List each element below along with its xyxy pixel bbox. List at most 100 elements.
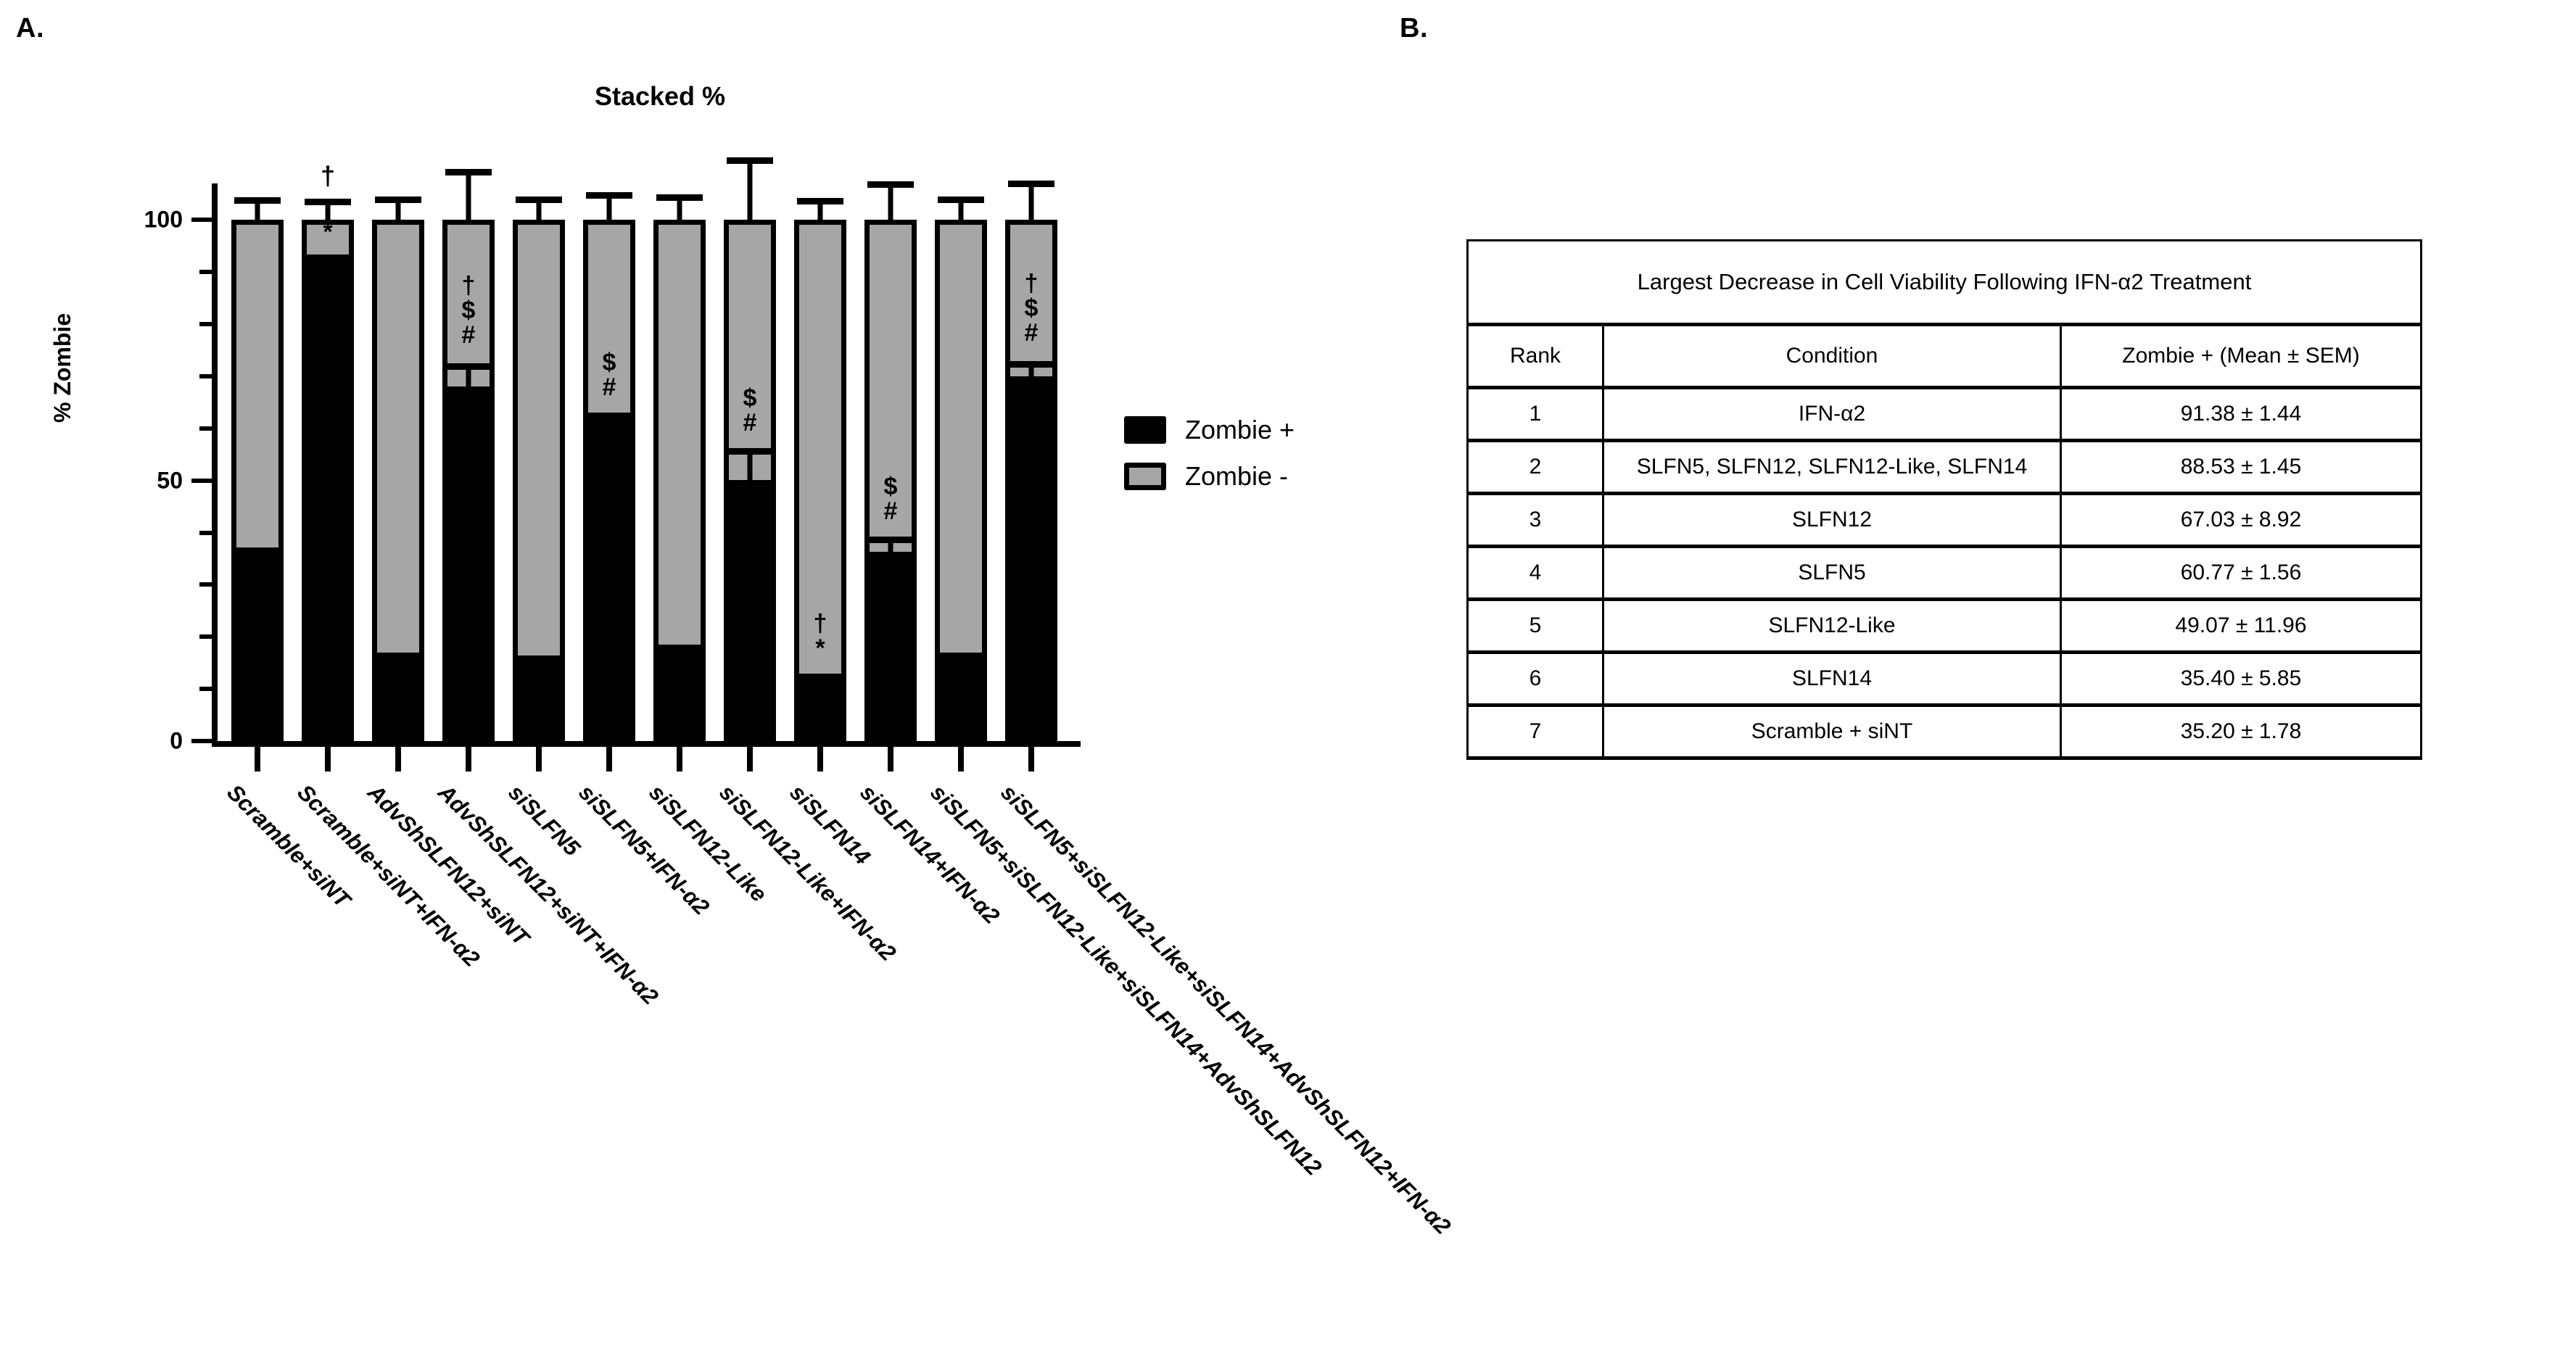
- significance-marker: $: [883, 473, 898, 501]
- error-bar-cap-boundary: [305, 255, 351, 262]
- error-bar-upper: [606, 195, 612, 220]
- cell-value: 35.40 ± 5.85: [2060, 651, 2422, 707]
- error-bar-upper: [817, 201, 823, 220]
- bar-group[interactable]: $#: [864, 181, 917, 741]
- error-bar-cap-boundary: [656, 645, 703, 652]
- error-bar-boundary: [536, 658, 542, 666]
- significance-marker: †: [1024, 270, 1039, 298]
- bar-segment-zombie-negative[interactable]: [1005, 220, 1057, 382]
- y-tick-major: [191, 478, 212, 483]
- error-bar-boundary: [888, 539, 893, 557]
- x-tick: [888, 747, 893, 771]
- bar-group[interactable]: $#: [583, 183, 635, 741]
- significance-marker: #: [602, 373, 616, 402]
- bar-segment-zombie-negative[interactable]: [372, 220, 424, 663]
- legend-label: Zombie +: [1185, 415, 1295, 444]
- error-bar-boundary: [466, 366, 471, 392]
- error-bar-boundary: [1028, 364, 1034, 382]
- legend-item[interactable]: Zombie +: [1124, 415, 1295, 445]
- panel-b-label: B.: [1400, 13, 1428, 44]
- error-bar-cap-upper: [656, 194, 703, 201]
- error-bar-upper: [747, 160, 753, 220]
- bar-group[interactable]: $#: [724, 157, 776, 741]
- bar-segment-zombie-positive[interactable]: [302, 265, 354, 741]
- bar-segment-zombie-negative[interactable]: [513, 220, 565, 666]
- table-title-row: Largest Decrease in Cell Viability Follo…: [1466, 239, 2422, 326]
- y-tick-label: 50: [157, 467, 183, 494]
- x-tick: [747, 747, 753, 771]
- cell-condition: SLFN5, SLFN12, SLFN12-Like, SLFN14: [1602, 439, 2062, 495]
- bar-segment-zombie-negative[interactable]: [935, 220, 987, 663]
- bar-segment-zombie-negative[interactable]: [231, 220, 284, 558]
- bar-segment-zombie-positive[interactable]: [372, 663, 424, 741]
- bar-segment-zombie-negative[interactable]: [864, 220, 917, 557]
- y-tick-minor: [199, 270, 212, 275]
- bar-group[interactable]: [231, 183, 284, 741]
- bar-segment-zombie-negative[interactable]: [794, 220, 846, 684]
- legend-item[interactable]: Zombie -: [1124, 461, 1295, 492]
- viability-table-panel: Largest Decrease in Cell Viability Follo…: [1466, 239, 2422, 760]
- bar-segment-zombie-positive[interactable]: [653, 655, 706, 741]
- bar-segment-zombie-positive[interactable]: [935, 663, 987, 741]
- y-tick-label: 100: [144, 206, 183, 233]
- cell-condition: Scramble + siNT: [1602, 704, 2062, 760]
- y-tick-major: [191, 739, 212, 743]
- cell-value: 67.03 ± 8.92: [2060, 492, 2422, 548]
- x-tick: [255, 747, 260, 771]
- table-header-row: Rank Condition Zombie + (Mean ± SEM): [1466, 323, 2422, 389]
- bar-segment-zombie-positive[interactable]: [231, 558, 284, 741]
- chart-legend: Zombie + Zombie -: [1124, 415, 1295, 508]
- significance-marker: †: [461, 272, 476, 300]
- error-bar-cap-upper: [375, 196, 421, 203]
- y-tick-minor: [199, 582, 212, 587]
- bar-group[interactable]: [513, 183, 565, 741]
- bar-segment-zombie-positive[interactable]: [864, 556, 917, 741]
- error-bar-cap-upper: [516, 196, 562, 203]
- bar-segment-zombie-positive[interactable]: [1005, 381, 1057, 741]
- bar-group[interactable]: †*: [794, 183, 846, 741]
- cell-condition: SLFN12-Like: [1602, 598, 2062, 654]
- error-bar-cap-boundary: [375, 653, 421, 660]
- bar-segment-zombie-positive[interactable]: [794, 683, 846, 741]
- significance-marker: #: [883, 497, 898, 526]
- bar-segment-zombie-positive[interactable]: [442, 392, 495, 741]
- cell-rank: 3: [1466, 492, 1604, 548]
- error-bar-upper: [958, 199, 964, 220]
- bar-segment-zombie-negative[interactable]: [583, 220, 635, 425]
- bar-segment-zombie-negative[interactable]: [442, 220, 495, 392]
- significance-marker: *: [323, 218, 333, 247]
- x-tick: [466, 747, 471, 771]
- panel-a-label: A.: [16, 13, 44, 44]
- bar-group[interactable]: †$#: [1005, 180, 1057, 741]
- significance-marker: $: [743, 384, 757, 412]
- error-bar-boundary: [958, 655, 964, 663]
- significance-marker-group: †$#: [462, 273, 476, 347]
- cell-value: 91.38 ± 1.44: [2060, 386, 2422, 442]
- bar-group[interactable]: †$#: [442, 169, 495, 741]
- bar-group[interactable]: [372, 183, 424, 741]
- error-bar-upper: [677, 197, 682, 220]
- y-axis-line: [212, 183, 218, 741]
- bar-segment-zombie-positive[interactable]: [583, 424, 635, 741]
- error-bar-boundary: [325, 257, 331, 265]
- bar-group[interactable]: [653, 183, 706, 741]
- cell-value: 35.20 ± 1.78: [2060, 704, 2422, 760]
- error-bar-cap-boundary: [445, 363, 492, 371]
- bar-segment-zombie-negative[interactable]: [653, 220, 706, 655]
- significance-marker-above: †: [320, 160, 336, 191]
- bar-segment-zombie-negative[interactable]: [724, 220, 776, 486]
- bar-group[interactable]: †*: [302, 162, 354, 741]
- bar-segment-zombie-positive[interactable]: [724, 485, 776, 741]
- cell-rank: 6: [1466, 651, 1604, 707]
- error-bar-cap-upper: [938, 196, 984, 203]
- bar-segment-zombie-positive[interactable]: [513, 665, 565, 741]
- x-axis-label: siSLFN5+IFN-α2: [574, 779, 714, 920]
- viability-table: Largest Decrease in Cell Viability Follo…: [1466, 239, 2422, 760]
- error-bar-cap-boundary: [516, 655, 562, 662]
- bar-group[interactable]: [935, 183, 987, 741]
